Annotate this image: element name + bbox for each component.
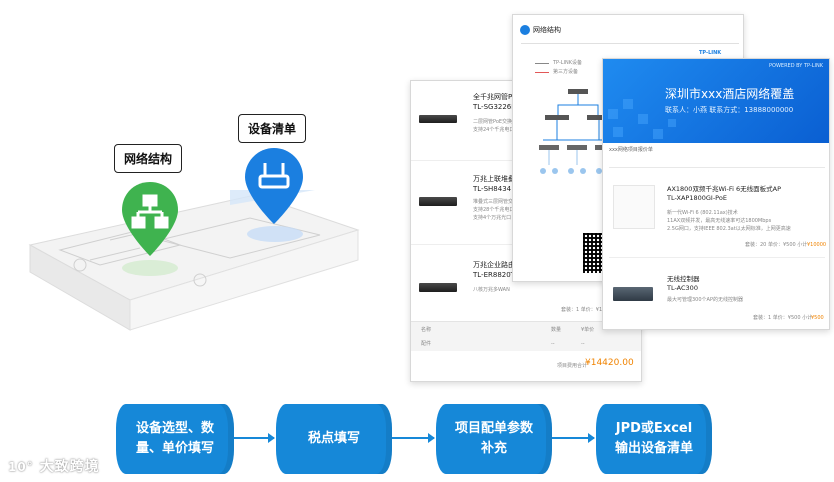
cover-banner: POWERED BY TP-LINK 深圳市xxx酒店网络覆盖 联系人：小燕 联… xyxy=(603,59,829,143)
quotation-cover-page: POWERED BY TP-LINK 深圳市xxx酒店网络覆盖 联系人：小燕 联… xyxy=(602,58,830,330)
switch-image xyxy=(419,115,457,123)
table-header: ¥单价 xyxy=(581,327,594,335)
callout-equipment-list: 设备清单 xyxy=(238,114,306,143)
step-label: 税点填写 xyxy=(308,429,360,449)
router-image xyxy=(419,283,457,292)
brand-logo: TP-LINK xyxy=(699,50,721,58)
equipment-list-pin xyxy=(243,146,305,228)
total-label: 项目费用合计 xyxy=(557,363,587,371)
step-label: JPD或Excel xyxy=(615,419,693,439)
item-desc: 新一代Wi-Fi 6 (802.11ax)技术 xyxy=(667,210,738,218)
legend-label: 第三方设备 xyxy=(553,69,578,77)
item-desc: 最大可管理300个AP的无线控制器 xyxy=(667,297,743,305)
item-desc: 11AX双频并发，最高无线速率可达1800Mbps xyxy=(667,218,771,226)
item-desc: 八核万兆多WAN xyxy=(473,287,510,295)
item-qty: 套装：1 单价：¥500 小计 xyxy=(753,315,812,323)
controller-image xyxy=(613,287,653,301)
powered-by: POWERED BY TP-LINK xyxy=(769,63,823,71)
item-model: TL-SH8434 xyxy=(473,185,511,194)
page-title: 网络结构 xyxy=(533,26,561,35)
item-desc: 堆叠式三层网管交 xyxy=(473,199,513,207)
switch-image xyxy=(419,197,457,206)
divider xyxy=(521,43,739,44)
callout-network-structure: 网络结构 xyxy=(114,144,182,173)
step-label: 输出设备清单 xyxy=(615,439,693,459)
flow-arrow xyxy=(234,437,274,439)
flow-step-1: 设备选型、数量、单价填写 xyxy=(116,404,234,474)
item-qty: 套装：20 单价：¥500 小计 xyxy=(745,242,807,250)
step-label: 补充 xyxy=(455,439,533,459)
blueprint-illustration xyxy=(20,190,360,340)
cover-contact: 联系人：小燕 联系方式：13888000000 xyxy=(665,105,793,115)
flow-arrow xyxy=(552,437,594,439)
item-desc: 支持28个千兆电口 xyxy=(473,207,514,215)
table-cell: -- xyxy=(551,341,555,349)
item-model: TL-SG3226P xyxy=(473,103,515,112)
item-model: TL-AC300 xyxy=(667,284,698,292)
table-cell: 配件 xyxy=(421,341,431,349)
item-desc: 2.5G网口，支持IEEE 802.3at以太网标准，上网更高速 xyxy=(667,226,791,234)
total-value: ¥14420.00 xyxy=(585,358,634,368)
watermark-text: 大致跨境 xyxy=(40,459,100,475)
item-desc: 二层网管PoE交换 xyxy=(473,119,512,127)
divider xyxy=(609,167,825,168)
table-cell: -- xyxy=(581,341,585,349)
legend-line xyxy=(535,63,549,64)
item-name: 万兆企业路由 xyxy=(473,261,515,270)
item-name: AX1800双频千兆Wi-Fi 6无线面板式AP xyxy=(667,183,781,193)
item-subtotal: ¥500 xyxy=(811,315,824,323)
flow-arrow xyxy=(392,437,434,439)
item-name: 万兆上联堆叠 xyxy=(473,175,515,184)
cover-title: 深圳市xxx酒店网络覆盖 xyxy=(665,85,794,102)
item-model: TL-ER8820T xyxy=(473,271,515,280)
step-label: 设备选型、数 xyxy=(136,419,214,439)
legend-label: TP-LINK设备 xyxy=(553,60,582,68)
item-name: 无线控制器 xyxy=(667,273,700,283)
ap-image xyxy=(613,185,655,229)
step-label: 量、单价填写 xyxy=(136,439,214,459)
section-title: xxx网络项目报价单 xyxy=(609,147,653,155)
table-header: 数量 xyxy=(551,327,561,335)
legend-line xyxy=(535,72,549,73)
item-subtotal: ¥10000 xyxy=(807,242,826,250)
item-desc: 支持4个万兆光口 xyxy=(473,215,511,223)
item-desc: 支持24个千兆电口 xyxy=(473,127,514,135)
step-label: 项目配单参数 xyxy=(455,419,533,439)
flow-step-3: 项目配单参数补充 xyxy=(436,404,552,474)
item-model: TL-XAP1800GI-PoE xyxy=(667,194,727,202)
watermark-logo: 10° 大致跨境 xyxy=(8,456,100,476)
network-structure-pin xyxy=(120,180,180,260)
flow-step-2: 税点填写 xyxy=(276,404,392,474)
network-icon xyxy=(520,25,530,35)
table-header: 名称 xyxy=(421,327,431,335)
divider xyxy=(609,257,825,258)
item-name: 全千兆网管P xyxy=(473,93,512,102)
